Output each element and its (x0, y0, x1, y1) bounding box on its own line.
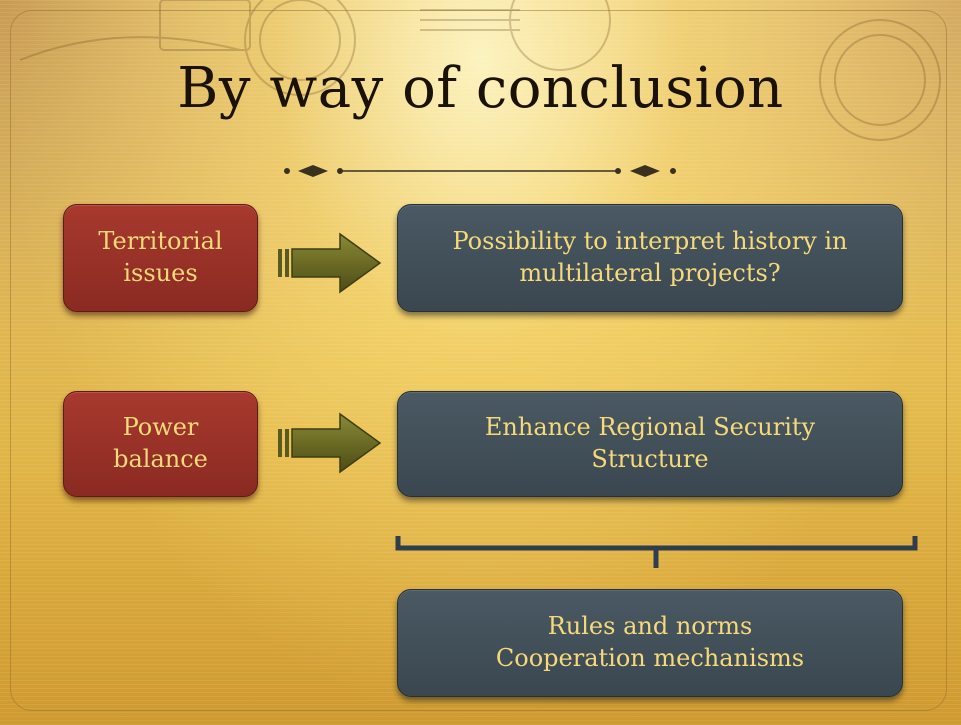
ornamental-divider (284, 165, 676, 177)
box-rules-norms-label: Rules and norms Cooperation mechanisms (495, 612, 805, 672)
brace-connector (395, 536, 918, 568)
box-territorial-issues-label: Territorial issues (98, 227, 223, 287)
box-power-balance: Power balance (63, 391, 258, 497)
box-territorial-issues: Territorial issues (63, 204, 258, 312)
arrow-right-icon (278, 412, 382, 474)
box-power-balance-label: Power balance (113, 413, 208, 473)
box-regional-security: Enhance Regional Security Structure (397, 391, 903, 497)
slide-title: By way of conclusion (177, 56, 784, 121)
box-interpret-history-label: Possibility to interpret history in mult… (452, 227, 848, 287)
box-interpret-history: Possibility to interpret history in mult… (397, 204, 903, 312)
box-rules-norms: Rules and norms Cooperation mechanisms (397, 589, 903, 697)
arrow-right-icon (278, 232, 382, 294)
box-regional-security-label: Enhance Regional Security Structure (484, 413, 816, 473)
